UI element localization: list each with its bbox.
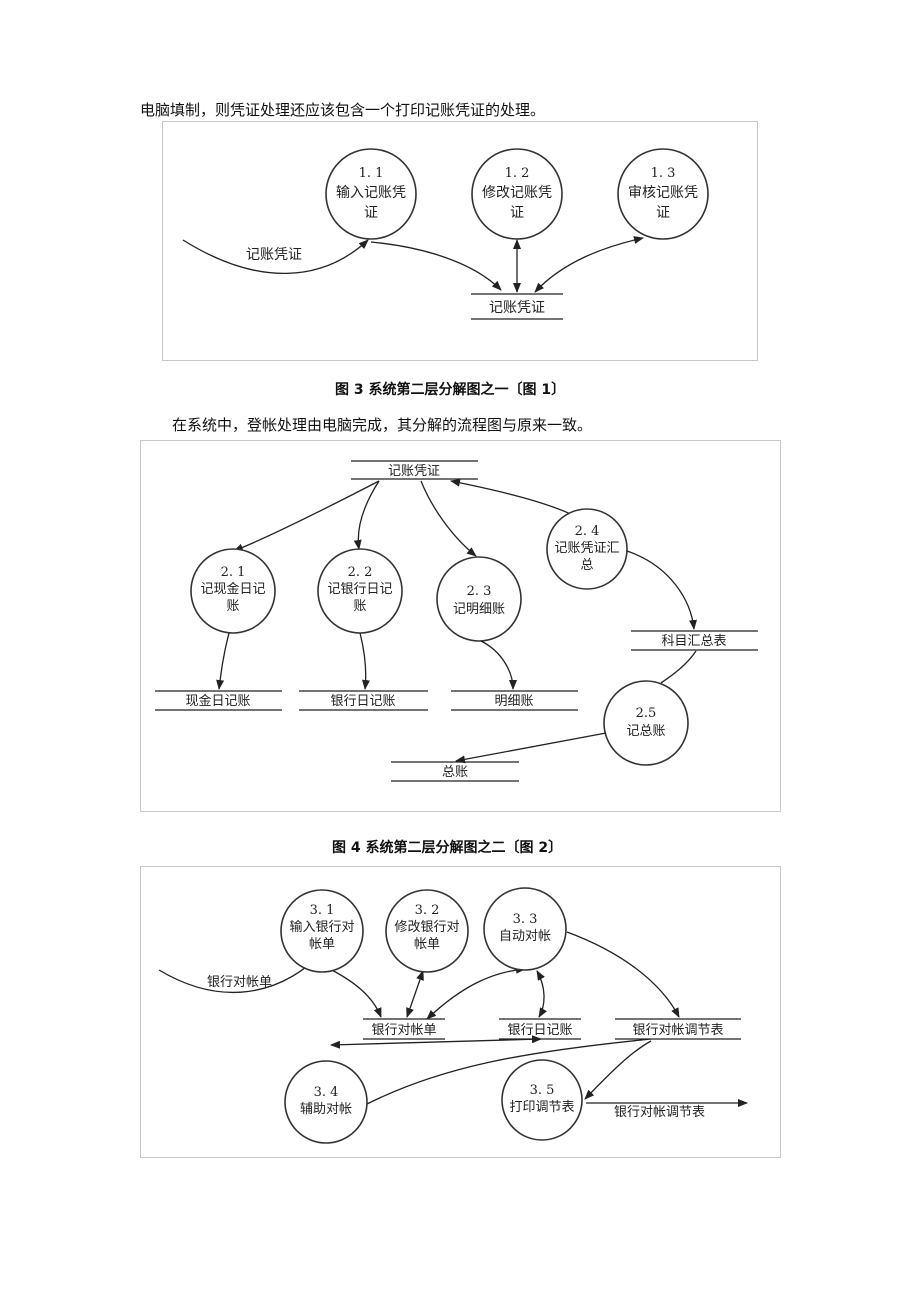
process-2-2-number: 2. 2 — [348, 565, 373, 580]
process-1-1-label-2: 证 — [364, 205, 378, 221]
process-3-3 — [483, 887, 567, 971]
process-2-4-label: 记账凭证汇 — [554, 541, 619, 556]
flow-3-2-statement — [406, 970, 424, 1018]
flow-1-1-to-store — [370, 241, 502, 291]
store-bank-statement: 银行对帐单 — [371, 1023, 436, 1038]
flow-3-5-reconcile — [584, 1040, 652, 1100]
process-3-2 — [385, 889, 469, 973]
process-3-5 — [501, 1059, 583, 1141]
store-bank-journal: 银行日记账 — [330, 694, 395, 709]
process-3-2-label-2: 帐单 — [414, 937, 440, 952]
process-2-5-number: 2.5 — [636, 706, 657, 721]
store-detail-ledger: 明细账 — [494, 694, 533, 709]
process-3-5-label: 打印调节表 — [509, 1100, 574, 1115]
flow-3-3-statement — [426, 965, 526, 1020]
process-2-5 — [603, 680, 689, 766]
mid-paragraph: 在系统中，登帐处理由电脑完成，其分解的流程图与原来一致。 — [172, 416, 593, 434]
flow-to-2-1 — [233, 480, 380, 552]
flow-3-1-to-statement — [325, 966, 382, 1018]
figure-4-diagram: 记账凭证 2. 1 记现金日记 账 2. 2 记银行日记 账 2. 3 记明细账… — [155, 460, 758, 782]
process-2-3 — [436, 556, 522, 642]
flow-3-3-journal — [536, 970, 547, 1018]
flow-1-3-store — [534, 236, 644, 293]
flow-2-4-to-summary — [626, 550, 698, 630]
process-3-3-number: 3. 3 — [513, 912, 538, 927]
flow-2-4 — [450, 478, 582, 520]
process-1-2 — [471, 148, 563, 240]
store-reconciliation: 银行对帐调节表 — [632, 1023, 723, 1038]
process-1-2-label: 修改记账凭 — [482, 185, 552, 201]
store-voucher-top: 记账凭证 — [388, 464, 440, 479]
process-1-2-label-2: 证 — [510, 205, 524, 221]
figure-3-diagram: 1. 1 输入记账凭 证 1. 2 修改记账凭 证 1. 3 审核记账凭 证 记… — [182, 148, 709, 320]
process-3-1 — [280, 889, 364, 973]
process-2-4 — [546, 508, 628, 590]
store-bank-journal-3: 银行日记账 — [507, 1023, 572, 1038]
process-2-1-label: 记现金日记 — [200, 581, 265, 597]
process-3-1-label: 输入银行对 — [289, 919, 354, 935]
figure-5-diagram: 3. 1 输入银行对 帐单 3. 2 修改银行对 帐单 3. 3 自动对帐 3.… — [158, 887, 748, 1144]
process-3-2-number: 3. 2 — [415, 903, 440, 918]
flow-label-reconcile-out: 银行对帐调节表 — [614, 1105, 705, 1120]
process-3-3-label: 自动对帐 — [499, 929, 551, 944]
store-cash-journal: 现金日记账 — [185, 693, 250, 709]
process-1-2-number: 1. 2 — [505, 166, 530, 181]
process-3-4 — [284, 1060, 368, 1144]
process-1-1 — [325, 148, 417, 240]
process-3-4-label: 辅助对帐 — [300, 1102, 352, 1117]
process-1-1-number: 1. 1 — [359, 166, 384, 181]
flow-2-1-to-cash — [216, 632, 230, 690]
process-2-3-label: 记明细账 — [453, 602, 505, 617]
flow-input-voucher — [182, 239, 369, 275]
flow-3-3-to-reconcile — [566, 931, 680, 1018]
process-2-2-label: 记银行日记 — [327, 582, 392, 597]
flow-to-2-2 — [353, 480, 380, 550]
flow-label-statement-in: 银行对帐单 — [207, 975, 272, 990]
flow-2-5-to-general — [455, 732, 607, 764]
process-3-2-label: 修改银行对 — [394, 920, 459, 935]
process-2-1 — [190, 548, 276, 634]
process-3-1-label-2: 帐单 — [309, 937, 335, 952]
process-1-1-label: 输入记账凭 — [336, 185, 406, 201]
flow-label-voucher: 记账凭证 — [246, 247, 302, 263]
intro-paragraph: 电脑填制，则凭证处理还应该包含一个打印记账凭证的处理。 — [140, 101, 546, 119]
process-2-2-label-2: 账 — [353, 599, 366, 614]
figure-4-caption: 图 4 系统第二层分解图之二〔图 2〕 — [332, 840, 563, 856]
store-voucher: 记账凭证 — [489, 300, 545, 316]
process-1-3-label-2: 证 — [656, 205, 670, 221]
flow-to-2-3 — [420, 480, 477, 557]
flow-3-4-reconcile — [366, 1038, 652, 1105]
store-general-ledger: 总账 — [442, 765, 468, 780]
process-2-1-label-2: 账 — [226, 599, 239, 614]
figure-4-frame: 记账凭证 2. 1 记现金日记 账 2. 2 记银行日记 账 2. 3 记明细账… — [140, 440, 781, 812]
figure-3-frame: 1. 1 输入记账凭 证 1. 2 修改记账凭 证 1. 3 审核记账凭 证 记… — [162, 121, 758, 361]
flow-2-2-to-bank — [359, 632, 370, 690]
process-1-3-number: 1. 3 — [651, 166, 676, 181]
process-2-3-number: 2. 3 — [467, 584, 492, 599]
store-account-summary: 科目汇总表 — [661, 634, 726, 649]
process-2-4-label-2: 总 — [580, 558, 593, 573]
process-1-3 — [617, 148, 709, 240]
flow-summary-to-2-5 — [660, 650, 697, 684]
flow-2-3-to-detail — [480, 640, 517, 690]
process-3-5-number: 3. 5 — [530, 1083, 555, 1098]
process-2-4-number: 2. 4 — [575, 524, 600, 539]
figure-3-caption: 图 3 系统第二层分解图之一〔图 1〕 — [335, 382, 566, 398]
process-2-1-number: 2. 1 — [221, 565, 246, 580]
flow-3-4-statement — [330, 1035, 542, 1049]
figure-5-frame: 3. 1 输入银行对 帐单 3. 2 修改银行对 帐单 3. 3 自动对帐 3.… — [140, 866, 781, 1158]
process-1-3-label: 审核记账凭 — [628, 185, 698, 201]
process-3-1-number: 3. 1 — [310, 903, 335, 918]
process-3-4-number: 3. 4 — [314, 1085, 339, 1100]
process-2-5-label: 记总账 — [626, 724, 665, 739]
